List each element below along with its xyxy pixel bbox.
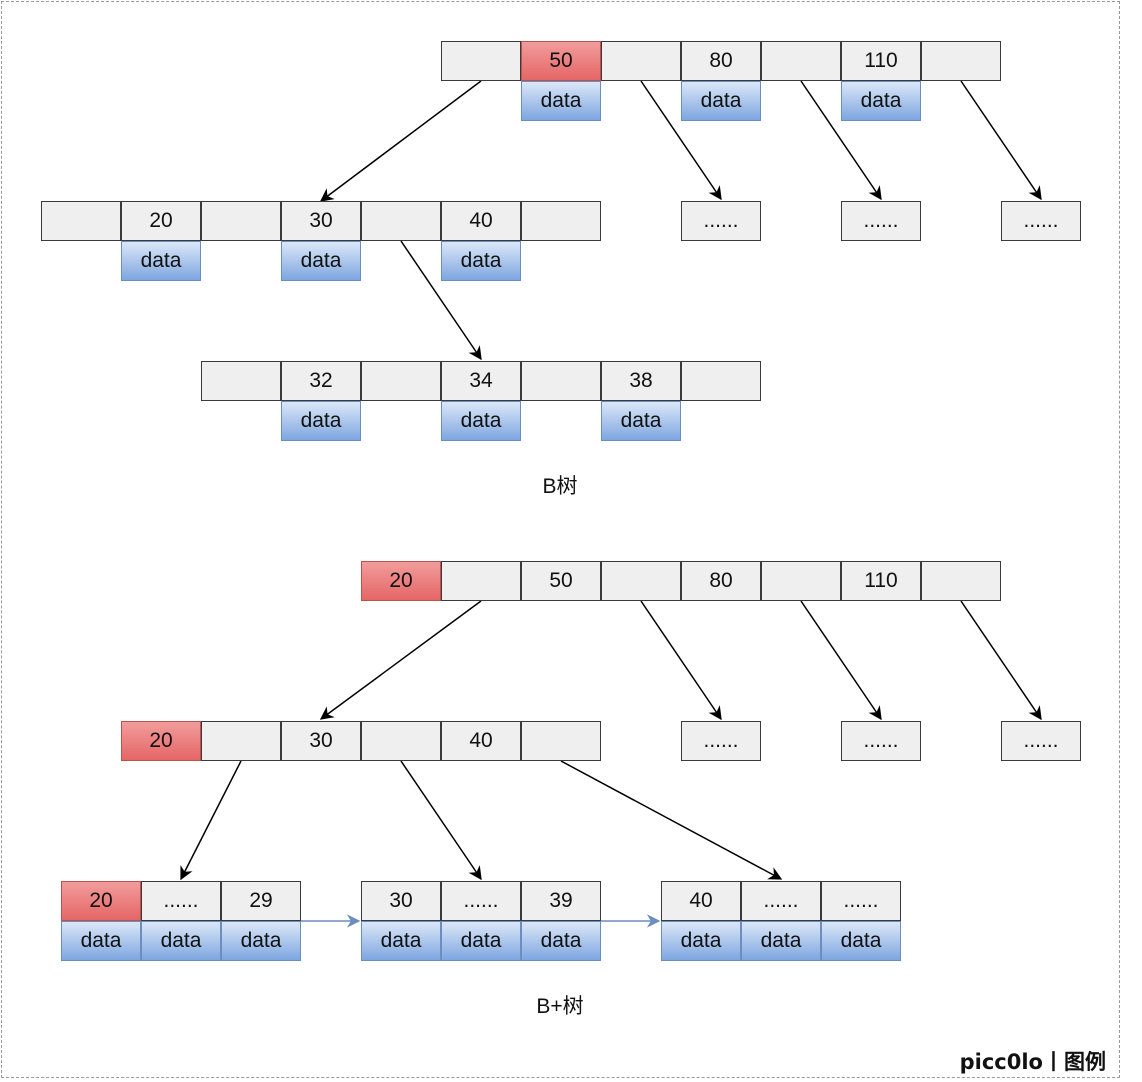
btree-leaf-cell: 38 xyxy=(601,361,681,401)
bplus-leaf1-data-cell: data xyxy=(61,921,141,961)
btree-root-data-cell: data xyxy=(681,81,761,121)
bplus-leaf3-cell: ...... xyxy=(741,881,821,921)
bplus-leaf3-data-cell: data xyxy=(741,921,821,961)
btree-mid-cell: 20 xyxy=(121,201,201,241)
btree-mid-data-cell: data xyxy=(281,241,361,281)
btree-placeholder-node: ...... xyxy=(841,201,921,241)
bplus-leaf1-data-cell: data xyxy=(221,921,301,961)
btree-edge xyxy=(960,80,1042,201)
bplus-leaf1-cell: 20 xyxy=(61,881,141,921)
bplus-root-cell: 110 xyxy=(841,561,921,601)
btree-leaf-data-cell: data xyxy=(601,401,681,441)
bplus-caption: B+树 xyxy=(536,995,584,1018)
btree-root-cell xyxy=(761,41,841,81)
btree-root-cell xyxy=(601,41,681,81)
btree-edge xyxy=(400,240,482,361)
btree-edge xyxy=(800,80,882,201)
bplus-root-cell xyxy=(601,561,681,601)
bplus-leaf1-cell: 29 xyxy=(221,881,301,921)
btree-mid-cell: 30 xyxy=(281,201,361,241)
bplus-placeholder-node: ...... xyxy=(841,721,921,761)
bplus-edge xyxy=(180,760,242,881)
bplus-leaf2-cell: 39 xyxy=(521,881,601,921)
btree-leaf-cell xyxy=(521,361,601,401)
bplus-leaf2-cell: 30 xyxy=(361,881,441,921)
btree-leaf-cell: 34 xyxy=(441,361,521,401)
bplus-mid-cell xyxy=(521,721,601,761)
bplus-leaf3-data-cell: data xyxy=(661,921,741,961)
btree-leaf-data-cell: data xyxy=(281,401,361,441)
btree-placeholder-node: ...... xyxy=(1001,201,1081,241)
bplus-edge xyxy=(640,600,722,721)
bplus-root-cell: 20 xyxy=(361,561,441,601)
btree-root-cell: 110 xyxy=(841,41,921,81)
btree-leaf-cell xyxy=(681,361,761,401)
btree-caption: B树 xyxy=(542,475,578,498)
btree-root-cell xyxy=(921,41,1001,81)
bplus-mid-cell xyxy=(201,721,281,761)
bplus-mid-cell: 30 xyxy=(281,721,361,761)
btree-mid-data-cell: data xyxy=(121,241,201,281)
bplus-root-cell: 80 xyxy=(681,561,761,601)
btree-mid-cell: 40 xyxy=(441,201,521,241)
bplus-root-cell xyxy=(921,561,1001,601)
btree-root-cell xyxy=(441,41,521,81)
bplus-leaf3-cell: 40 xyxy=(661,881,741,921)
diagram-frame xyxy=(1,1,1120,1078)
watermark: picc0lo丨图例 xyxy=(959,1050,1106,1074)
btree-mid-data-cell: data xyxy=(441,241,521,281)
bplus-root-cell xyxy=(761,561,841,601)
btree-mid-cell xyxy=(41,201,121,241)
bplus-edge xyxy=(960,600,1042,721)
bplus-mid-cell xyxy=(361,721,441,761)
btree-root-data-cell: data xyxy=(841,81,921,121)
btree-leaf-cell: 32 xyxy=(281,361,361,401)
bplus-leaf3-data-cell: data xyxy=(821,921,901,961)
bplus-placeholder-node: ...... xyxy=(1001,721,1081,761)
bplus-leaf2-cell: ...... xyxy=(441,881,521,921)
btree-placeholder-node: ...... xyxy=(681,201,761,241)
btree-leaf-data-cell: data xyxy=(441,401,521,441)
bplus-leaf3-cell: ...... xyxy=(821,881,901,921)
bplus-root-cell: 50 xyxy=(521,561,601,601)
btree-root-cell: 50 xyxy=(521,41,601,81)
btree-mid-cell xyxy=(521,201,601,241)
btree-mid-cell xyxy=(361,201,441,241)
bplus-leaf2-data-cell: data xyxy=(361,921,441,961)
bplus-mid-cell: 20 xyxy=(121,721,201,761)
bplus-mid-cell: 40 xyxy=(441,721,521,761)
btree-edge xyxy=(640,80,722,201)
bplus-leaf1-data-cell: data xyxy=(141,921,221,961)
bplus-edge xyxy=(319,600,482,720)
bplus-placeholder-node: ...... xyxy=(681,721,761,761)
bplus-leaf2-data-cell: data xyxy=(521,921,601,961)
btree-root-cell: 80 xyxy=(681,41,761,81)
btree-leaf-cell xyxy=(201,361,281,401)
bplus-edge xyxy=(800,600,882,721)
btree-mid-cell xyxy=(201,201,281,241)
bplus-edge xyxy=(400,760,482,881)
bplus-root-cell xyxy=(441,561,521,601)
btree-root-data-cell: data xyxy=(521,81,601,121)
bplus-edge xyxy=(560,760,783,880)
btree-leaf-cell xyxy=(361,361,441,401)
bplus-leaf1-cell: ...... xyxy=(141,881,221,921)
btree-edge xyxy=(319,80,482,202)
bplus-leaf2-data-cell: data xyxy=(441,921,521,961)
